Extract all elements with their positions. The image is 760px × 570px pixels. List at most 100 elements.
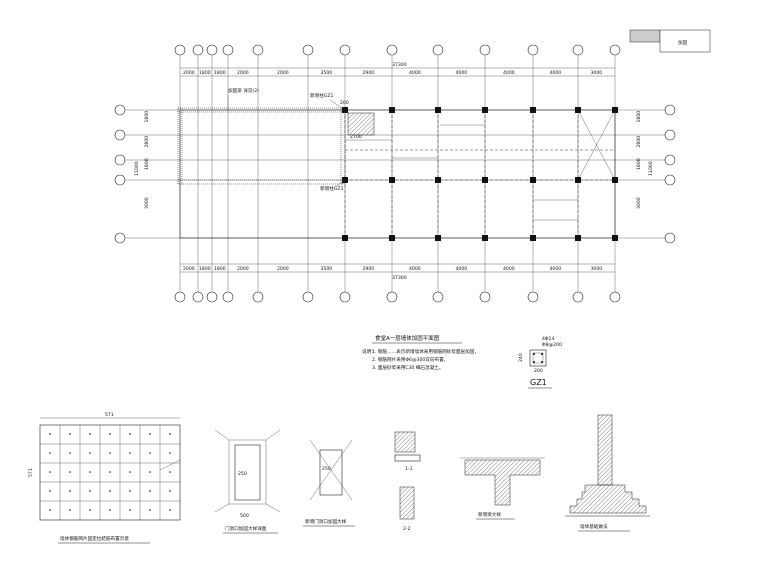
dim-bottom-value: 4000: [409, 266, 421, 272]
legend: 加固: [629, 29, 711, 53]
dim-bottom-value: 3500: [321, 266, 333, 272]
dim-top-value: 3000: [591, 70, 603, 76]
column: [612, 235, 618, 241]
axis-bubble-bottom: [192, 291, 204, 303]
column: [482, 177, 488, 183]
dim-bottom-value: 4000: [456, 266, 468, 272]
mesh-dim-side: 571: [28, 468, 34, 477]
legend-label: 加固: [678, 39, 688, 46]
axis-bubble-top: [339, 44, 351, 56]
legend-swatch: [629, 29, 661, 43]
callout-2: 新增柱GZ1: [310, 92, 333, 99]
mesh-anchor: [169, 509, 171, 511]
reinforced-wall-right: [340, 107, 346, 185]
foundation-caption: 墙体基础做法: [580, 523, 608, 530]
dim-bottom-value: 4000: [550, 266, 562, 272]
dim-mid-2: 2700: [350, 134, 362, 140]
column: [530, 177, 536, 183]
mesh-anchor: [89, 509, 91, 511]
right-axis-bubbles: [664, 104, 676, 244]
mesh-anchor: [69, 490, 71, 492]
detail-sections: 1-1 2-2: [394, 431, 421, 532]
axis-bubble-bottom: [252, 291, 264, 303]
dim-top-value: 2900: [363, 70, 375, 76]
mesh-anchor: [49, 490, 51, 492]
door-dim-a: 250: [238, 471, 247, 477]
gz1-label: GZ1: [530, 378, 547, 387]
section-1-1-base: [394, 454, 421, 462]
dim-left-value: 1800: [144, 158, 150, 170]
notes-heading: 说明：: [362, 348, 376, 355]
axis-bubble-top: [192, 44, 204, 56]
beam-caption: 新增梁大样: [478, 511, 501, 518]
columns: [342, 107, 618, 241]
column: [612, 107, 618, 113]
column: [530, 235, 536, 241]
axis-bubble-top: [206, 44, 218, 56]
dim-right-value: 1800: [636, 158, 642, 170]
axis-bubble-left: [114, 154, 126, 166]
mesh-anchor: [129, 452, 131, 454]
dim-bottom-total: 37300: [392, 275, 407, 281]
mesh-anchor: [69, 452, 71, 454]
notes-line-2: 2. 钢筋网片采用Φ6@300双向布置，: [372, 356, 448, 363]
axis-bubble-top: [527, 44, 539, 56]
legend-box: [659, 29, 711, 53]
mesh-anchor: [129, 490, 131, 492]
dim-top-value: 2000: [237, 70, 249, 76]
gz1-bar-2: [541, 353, 543, 355]
grid-lines: [125, 55, 665, 292]
gz1-rebar: 4Φ14: [542, 336, 554, 342]
top-axis-bubbles: [174, 44, 621, 56]
dim-top-value: 4000: [503, 70, 515, 76]
mesh-anchor: [109, 509, 111, 511]
axis-bubble-top: [386, 44, 398, 56]
mesh-anchor: [149, 471, 151, 473]
mesh-lines: [40, 425, 180, 520]
bottom-axis-bubbles: [174, 291, 621, 303]
mesh-anchor: [149, 490, 151, 492]
axis-bubble-right: [664, 174, 676, 186]
column: [575, 177, 581, 183]
axis-bubble-bottom: [527, 291, 539, 303]
column: [389, 235, 395, 241]
mesh-anchor: [129, 471, 131, 473]
door-leader-3: [214, 503, 230, 513]
mesh-anchor: [49, 433, 51, 435]
axis-bubble-bottom: [302, 291, 314, 303]
notes-line-1: 1. 钢筋……表示新增墙体采用钢筋网砂浆面层加固，: [372, 348, 479, 355]
reinforced-wall-bottom: [177, 179, 344, 185]
dim-mid: 200: [340, 100, 349, 106]
gz1-bar-4: [541, 361, 543, 363]
detail-door-opening: 250 500 门洞口加固大样详图: [214, 429, 281, 534]
mesh-anchor: [129, 433, 131, 435]
detail-new-beam: 新增梁大样: [460, 457, 545, 520]
door-caption: 门洞口加固大样详图: [225, 525, 267, 532]
axis-bubble-right: [664, 129, 676, 141]
dim-top-value: 2000: [183, 70, 195, 76]
door-dim-b: 500: [240, 513, 249, 519]
axis-bubble-bottom: [206, 291, 218, 303]
mesh-anchor: [129, 509, 131, 511]
notes-line-3: 3. 面层砂浆采用C30 细石混凝土。: [372, 364, 443, 371]
mesh-anchor: [109, 471, 111, 473]
callout-1: 加固梁 详见(2): [228, 87, 259, 94]
gz1-bar-1: [533, 353, 535, 355]
dim-bottom-value: 2000: [237, 266, 249, 272]
mesh-leader: [159, 459, 181, 471]
axis-bubble-left: [114, 104, 126, 116]
door-opening-1: [234, 444, 261, 501]
axis-bubble-bottom: [479, 291, 491, 303]
dim-top-value: 4000: [456, 70, 468, 76]
column: [482, 235, 488, 241]
mesh-anchor: [149, 509, 151, 511]
door-leader-4: [265, 503, 281, 513]
dim-right-value: 3000: [636, 197, 642, 209]
notes-block: 食堂A一层墙体加固平面图 说明： 1. 钢筋……表示新增墙体采用钢筋网砂浆面层加…: [362, 334, 479, 371]
axis-bubble-top: [609, 44, 621, 56]
dim-bottom-value: 4000: [503, 266, 515, 272]
axis-bubble-bottom: [339, 291, 351, 303]
mesh-anchor: [69, 509, 71, 511]
gz1-bar-3: [533, 361, 535, 363]
mesh-anchor: [89, 433, 91, 435]
